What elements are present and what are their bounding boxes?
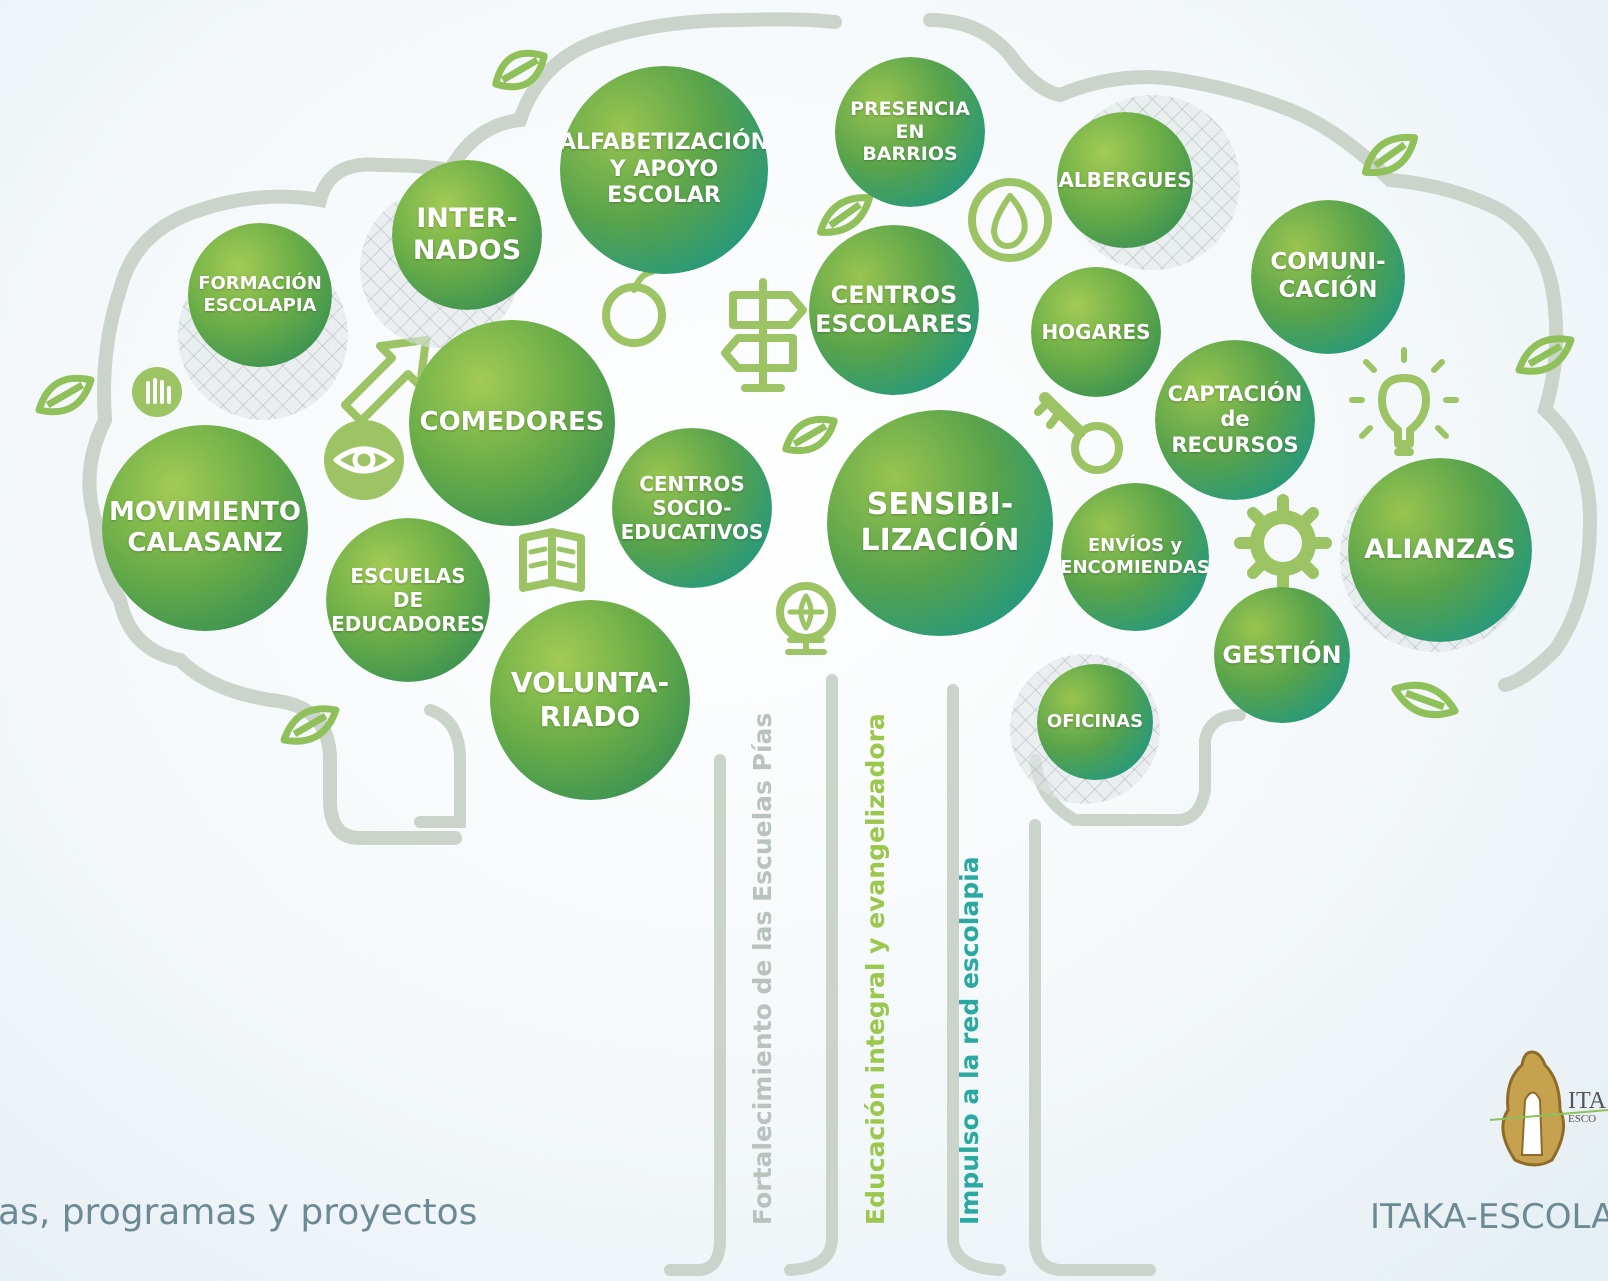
canopy-outline: [82, 12, 842, 845]
circle-movimiento: MOVIMIENTO CALASANZ: [102, 425, 308, 631]
circle-comedores: COMEDORES: [409, 320, 615, 526]
circle-internados: INTER- NADOS: [392, 160, 542, 310]
circle-label-comunicacion: COMUNI- CACIÓN: [1251, 200, 1405, 354]
circle-label-captacion: CAPTACIÓN de RECURSOS: [1155, 340, 1315, 500]
leaf-icon: [280, 705, 340, 745]
trunk-line-3: [947, 684, 1006, 1276]
canopy-inner-left: [414, 704, 466, 828]
circle-label-envios: ENVÍOS y ENCOMIENDAS: [1061, 483, 1209, 631]
circle-centros-escolares: CENTROS ESCOLARES: [809, 225, 979, 395]
circle-label-albergues: ALBERGUES: [1057, 112, 1193, 248]
circle-label-hogares: HOGARES: [1031, 267, 1161, 397]
circle-label-voluntariado: VOLUNTA- RIADO: [490, 600, 690, 800]
circle-voluntariado: VOLUNTA- RIADO: [490, 600, 690, 800]
footer-subtitle: as, programas y proyectos: [0, 1192, 478, 1233]
circle-label-alianzas: ALIANZAS: [1348, 458, 1532, 642]
circle-sensibilizacion: SENSIBI- LIZACIÓN: [827, 410, 1053, 636]
lightbulb-icon: [1349, 347, 1459, 456]
logo-text: ITA: [1568, 1088, 1607, 1114]
leaf-icon: [782, 415, 838, 455]
branch-label-educacion: Educación integral y evangelizadora: [861, 713, 890, 1225]
gear-icon: [1234, 494, 1332, 592]
leaf-icon: [1515, 335, 1575, 375]
key-icon: [1034, 392, 1123, 474]
circle-label-centros-escolares: CENTROS ESCOLARES: [809, 225, 979, 395]
circle-alianzas: ALIANZAS: [1348, 458, 1532, 642]
branch-label-fortalecimiento: Fortalecimiento de las Escuelas Pías: [748, 712, 777, 1225]
circle-label-gestion: GESTIÓN: [1214, 587, 1350, 723]
circle-label-presencia: PRESENCIA EN BARRIOS: [835, 57, 985, 207]
trunk-line-2: [784, 674, 838, 1276]
canopy-inner-right: [1074, 709, 1246, 826]
leaf-icon: [492, 49, 548, 91]
circle-label-centros-socio: CENTROS SOCIO- EDUCATIVOS: [612, 428, 772, 588]
hand-icon: [132, 367, 182, 417]
signpost-icon: [721, 278, 807, 392]
circle-envios: ENVÍOS y ENCOMIENDAS: [1061, 483, 1209, 631]
circle-centros-socio: CENTROS SOCIO- EDUCATIVOS: [612, 428, 772, 588]
circle-oficinas: OFICINAS: [1037, 664, 1153, 780]
trunk-line-1: [664, 774, 726, 1276]
leaf-icon: [816, 194, 874, 236]
leaf-icon: [35, 374, 95, 416]
logo-subtext: ESCO: [1568, 1113, 1597, 1125]
apple-icon: [602, 269, 666, 347]
circle-formacion: FORMACIÓN ESCOLAPIA: [188, 223, 332, 367]
branch-label-impulso: Impulso a la red escolapia: [955, 856, 984, 1225]
book-icon: [519, 528, 585, 592]
circle-label-oficinas: OFICINAS: [1037, 664, 1153, 780]
flame-icon: [968, 178, 1052, 262]
eye-icon: [324, 420, 404, 500]
circle-label-formacion: FORMACIÓN ESCOLAPIA: [188, 223, 332, 367]
trunk-line-4: [1029, 819, 1156, 1276]
globe-icon: [776, 582, 836, 655]
circle-comunicacion: COMUNI- CACIÓN: [1251, 200, 1405, 354]
circle-label-movimiento: MOVIMIENTO CALASANZ: [102, 425, 308, 631]
circle-label-alfabetizacion: ALFABETIZACIÓN Y APOYO ESCOLAR: [560, 66, 768, 274]
circle-escuelas: ESCUELAS DE EDUCADORES: [326, 518, 490, 682]
circle-captacion: CAPTACIÓN de RECURSOS: [1155, 340, 1315, 500]
circle-alfabetizacion: ALFABETIZACIÓN Y APOYO ESCOLAR: [560, 66, 768, 274]
circle-label-sensibilizacion: SENSIBI- LIZACIÓN: [827, 410, 1053, 636]
footer-organization: ITAKA-ESCOLAPI: [1370, 1197, 1608, 1237]
circle-albergues: ALBERGUES: [1057, 112, 1193, 248]
canopy-outline-top-right: [923, 13, 1598, 692]
circle-label-internados: INTER- NADOS: [392, 160, 542, 310]
circle-label-comedores: COMEDORES: [409, 320, 615, 526]
leaf-icon: [1361, 133, 1419, 177]
leaf-icon: [1391, 681, 1459, 719]
circle-label-escuelas: ESCUELAS DE EDUCADORES: [326, 518, 490, 682]
arrow-icon: [341, 336, 430, 425]
circle-gestion: GESTIÓN: [1214, 587, 1350, 723]
circle-presencia: PRESENCIA EN BARRIOS: [835, 57, 985, 207]
circle-hogares: HOGARES: [1031, 267, 1161, 397]
itaka-logo-icon: [1489, 1050, 1608, 1167]
